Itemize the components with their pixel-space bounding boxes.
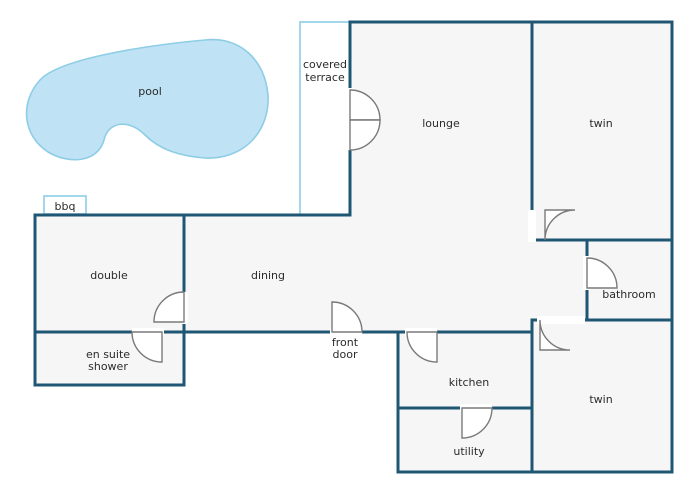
kitchen-label: kitchen: [449, 376, 490, 389]
front-door-label-line2: door: [333, 348, 358, 361]
covered-terrace-outline: [299, 21, 351, 216]
house-floor: [35, 22, 672, 472]
twin-bottom-label: twin: [589, 393, 612, 406]
twin-bottom-door-swing[interactable]: [539, 319, 571, 351]
twin-top-door-gap: [528, 210, 536, 242]
en-suite-label-line1: en suite: [86, 348, 130, 361]
double-label: double: [90, 269, 128, 282]
ensuite-door-swing[interactable]: [131, 331, 163, 363]
dining-label: dining: [251, 269, 285, 282]
twin-bottom-door-gap: [537, 316, 585, 324]
front-door-label-line1: front: [332, 336, 359, 349]
pool-label: pool: [138, 85, 162, 98]
terrace-door-swing-bottom[interactable]: [349, 119, 381, 151]
twin-top-door-swing[interactable]: [544, 209, 576, 241]
covered-terrace-label-line2: terrace: [305, 71, 345, 84]
bbq-label: bbq: [55, 200, 76, 213]
bathroom-door-swing[interactable]: [586, 257, 618, 289]
lounge-label: lounge: [422, 117, 460, 130]
front-door-swing[interactable]: [331, 301, 363, 333]
covered-terrace-label-line1: covered: [303, 58, 347, 71]
kitchen-door-swing[interactable]: [406, 331, 438, 363]
utility-label: utility: [453, 445, 485, 458]
bathroom-label: bathroom: [602, 288, 655, 301]
double-door-swing[interactable]: [153, 291, 185, 323]
pool-shape: [25, 38, 269, 161]
en-suite-label-line2: shower: [88, 360, 128, 373]
utility-door-swing[interactable]: [461, 407, 493, 439]
twin-top-label: twin: [589, 117, 612, 130]
